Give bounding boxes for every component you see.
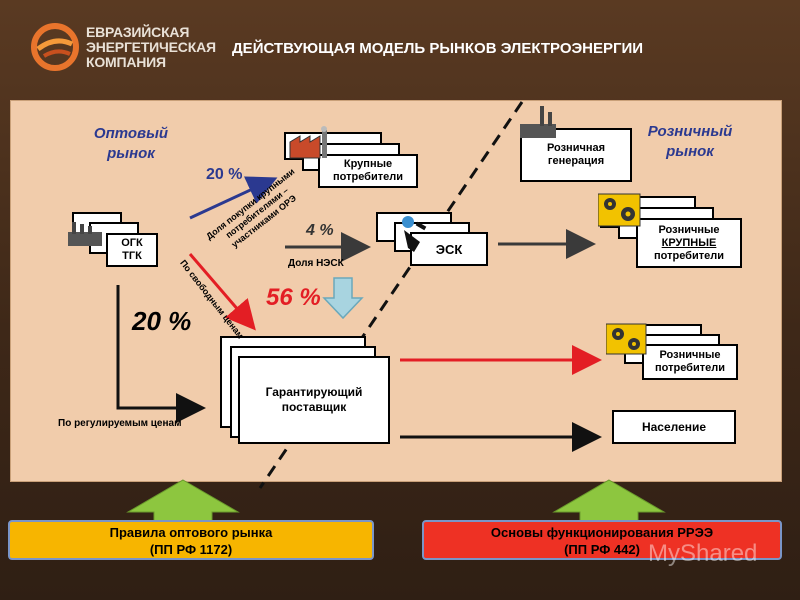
esk-label: ЭСК bbox=[435, 241, 463, 257]
large-consumers-card: Крупные потребители bbox=[318, 154, 418, 188]
up-arrow-retail-icon bbox=[552, 479, 666, 524]
watermark: MyShared bbox=[648, 540, 758, 567]
retail-large-line-1: Розничные bbox=[658, 223, 720, 236]
pct-nesk: 4 % bbox=[306, 222, 334, 239]
worker-icon bbox=[402, 216, 427, 252]
page-title: ДЕЙСТВУЮЩАЯ МОДЕЛЬ РЫНКОВ ЭЛЕКТРОЭНЕРГИИ bbox=[232, 40, 644, 57]
retail-consumers-card: Розничные потребители bbox=[642, 344, 738, 380]
up-arrow-wholesale-icon bbox=[126, 479, 240, 524]
down-arrow-icon bbox=[322, 277, 364, 320]
wholesale-market-line-1: Оптовый bbox=[93, 125, 169, 142]
large-consumers-line-1: Крупные bbox=[343, 158, 393, 170]
power-plant-icon bbox=[68, 222, 102, 246]
gears-icon bbox=[598, 193, 641, 227]
arrow-regulated-prices bbox=[116, 285, 206, 423]
retail-large-line-3: потребители bbox=[654, 249, 724, 262]
retail-market-line-2: рынок bbox=[666, 143, 714, 160]
wholesale-rules-line-1: Правила оптового рынка bbox=[109, 525, 273, 540]
wholesale-rules-line-2: (ПП РФ 1172) bbox=[149, 542, 233, 557]
wholesale-market-label: Оптовый рынок bbox=[86, 124, 176, 164]
large-consumers-line-2: потребители bbox=[333, 171, 403, 183]
ogk-tgk-card: ОГК ТГК bbox=[106, 233, 158, 267]
logo-text-line-1: ЕВРАЗИЙСКАЯ bbox=[86, 24, 190, 40]
label-regulated: По регулируемым ценам bbox=[58, 418, 182, 429]
tgk-label: ТГК bbox=[122, 250, 142, 262]
gears-small-icon bbox=[606, 323, 647, 355]
arrow-to-large-consumers bbox=[189, 176, 278, 220]
wholesale-market-line-2: рынок bbox=[107, 145, 155, 162]
factory-icon bbox=[289, 126, 327, 159]
supplier-line-2: поставщик bbox=[281, 400, 347, 414]
label-nesk: Доля НЭСК bbox=[288, 258, 344, 269]
retail-large-consumers-card: Розничные КРУПНЫЕ потребители bbox=[636, 218, 742, 268]
population-card: Население bbox=[612, 410, 736, 444]
retail-rules-line-1: Основы функционирования РРЭЭ bbox=[490, 525, 714, 540]
retail-market-line-1: Розничный bbox=[647, 123, 733, 140]
supplier-line-1: Гарантирующий bbox=[265, 385, 363, 399]
retail-rules-line-2: (ПП РФ 442) bbox=[564, 542, 640, 557]
company-logo-icon bbox=[31, 23, 79, 71]
logo-text-line-2: ЭНЕРГЕТИЧЕСКАЯ bbox=[86, 39, 216, 55]
pct-free: 56 % bbox=[266, 284, 321, 311]
retail-generation-line-1: Розничная bbox=[546, 142, 606, 154]
esk-card: ЭСК bbox=[410, 232, 488, 266]
logo-text-line-3: КОМПАНИЯ bbox=[86, 54, 166, 70]
ogk-label: ОГК bbox=[121, 237, 143, 249]
retail-consumers-line-2: потребители bbox=[655, 362, 725, 374]
header: ЕВРАЗИЙСКАЯ ЭНЕРГЕТИЧЕСКАЯ КОМПАНИЯ ДЕЙС… bbox=[0, 0, 800, 88]
retail-consumers-line-1: Розничные bbox=[659, 349, 721, 361]
guaranteeing-supplier-card: Гарантирующий поставщик bbox=[238, 356, 390, 444]
population-label: Население bbox=[641, 419, 707, 434]
wholesale-rules-box: Правила оптового рынка (ПП РФ 1172) bbox=[8, 520, 374, 560]
retail-large-line-2: КРУПНЫЕ bbox=[661, 236, 717, 249]
retail-generation-line-2: генерация bbox=[547, 155, 605, 167]
generation-plant-icon bbox=[520, 106, 556, 138]
retail-rules-box: Основы функционирования РРЭЭ (ПП РФ 442) bbox=[422, 520, 782, 560]
pct-large-buy: 20 % bbox=[206, 166, 243, 183]
retail-market-label: Розничный рынок bbox=[640, 122, 740, 162]
arrow-to-supplier bbox=[188, 253, 256, 331]
pct-regulated: 20 % bbox=[132, 306, 192, 336]
